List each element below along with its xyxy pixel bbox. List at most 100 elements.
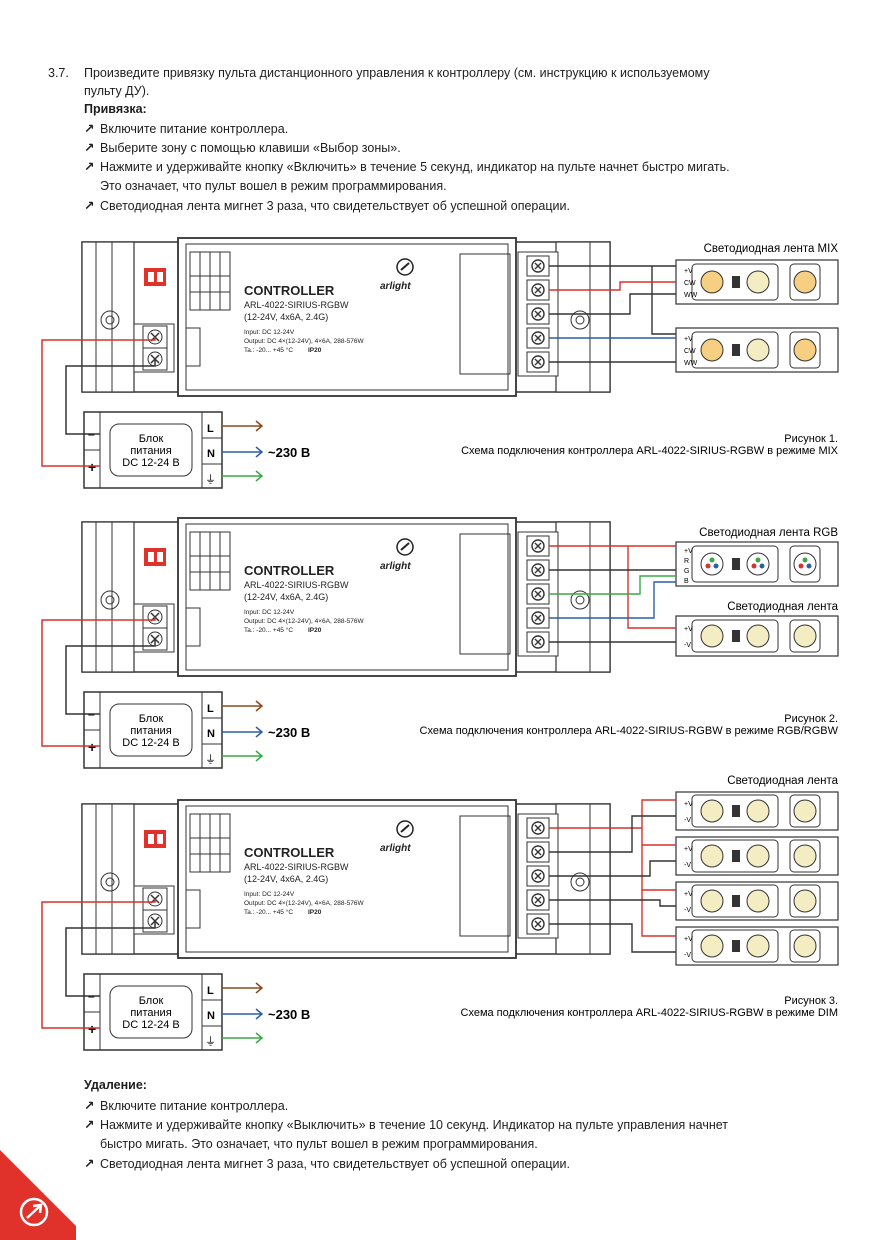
controller-input: Input: DC 12-24V <box>244 891 295 898</box>
pin-label: G <box>684 568 689 575</box>
controller-spec: (12-24V, 4x6A, 2.4G) <box>244 592 328 602</box>
psu-label-3: DC 12-24 В <box>122 457 179 469</box>
pin-label: +V <box>684 548 693 555</box>
removal-step-1: ↗Включите питание контроллера. <box>84 1097 288 1116</box>
intro-line-2: пульту ДУ). <box>84 84 150 98</box>
mains-wires <box>222 982 264 1044</box>
strip-title: Светодиодная лента <box>727 775 838 787</box>
removal-step-2: ↗Нажмите и удерживайте кнопку «Выключить… <box>84 1116 728 1135</box>
power-supply <box>83 411 223 489</box>
controller-output: Output: DC 4×(12-24V), 4×6A, 288-576W <box>244 618 364 625</box>
controller-model: ARL-4022-SIRIUS-RGBW <box>244 862 349 872</box>
controller-model: ARL-4022-SIRIUS-RGBW <box>244 580 349 590</box>
fig-caption: Схема подключения контроллера ARL-4022-S… <box>420 725 839 737</box>
fig-caption: Схема подключения контроллера ARL-4022-S… <box>461 1007 839 1019</box>
type-table <box>189 251 231 311</box>
pin-label: -V <box>684 952 691 959</box>
power-supply <box>83 691 223 769</box>
controller-model: ARL-4022-SIRIUS-RGBW <box>244 300 349 310</box>
binding-step-2: ↗Выберите зону с помощью клавиши «Выбор … <box>84 139 401 158</box>
pin-label: -V <box>684 862 691 869</box>
pin-label: +V <box>684 626 693 633</box>
controller-output: Output: DC 4×(12-24V), 4×6A, 288-576W <box>244 900 364 907</box>
arlight-logo <box>396 258 414 276</box>
pin-label: +V <box>684 801 693 808</box>
fig-caption: Схема подключения контроллера ARL-4022-S… <box>461 445 839 457</box>
dip-switch <box>144 830 166 848</box>
psu-label-2: питания <box>130 725 171 737</box>
arrow-bullet-icon: ↗ <box>84 199 95 213</box>
strip-title: Светодиодная лента <box>727 601 838 613</box>
input-terminal <box>133 603 201 653</box>
controller-spec: (12-24V, 4x6A, 2.4G) <box>244 874 328 884</box>
pin-label: WW <box>684 360 698 367</box>
mains-wires <box>222 700 264 762</box>
power-supply <box>83 973 223 1051</box>
arlight-logo-icon <box>19 1197 49 1227</box>
ground-icon: ⏚ <box>205 753 216 766</box>
arrow-bullet-icon: ↗ <box>84 141 95 155</box>
psu-label-1: Блок <box>139 995 164 1007</box>
arrow-bullet-icon: ↗ <box>84 1157 95 1171</box>
psu-plus: + <box>88 459 96 475</box>
psu-plus: + <box>88 739 96 755</box>
psu-N: N <box>207 448 215 460</box>
wiring-diagram-dim: CONTROLLER ARL-4022-SIRIUS-RGBW (12-24V,… <box>41 775 839 1051</box>
pin-label: B <box>684 578 689 585</box>
fig-label: Рисунок 1. <box>784 433 838 445</box>
binding-step-1: ↗Включите питание контроллера. <box>84 120 288 139</box>
psu-label-2: питания <box>130 1007 171 1019</box>
removal-step-3: ↗Светодиодная лента мигнет 3 раза, что с… <box>84 1155 570 1174</box>
psu-N: N <box>207 1010 215 1022</box>
psu-label-3: DC 12-24 В <box>122 737 179 749</box>
output-terminal <box>459 251 559 377</box>
controller-ta: Ta.: -20... +45 °C <box>244 626 293 634</box>
controller-title: CONTROLLER <box>244 563 335 578</box>
arrow-bullet-icon: ↗ <box>84 1118 95 1132</box>
led-strip-dim-4 <box>675 926 839 966</box>
controller-output: Output: DC 4×(12-24V), 4×6A, 288-576W <box>244 338 364 345</box>
binding-title: Привязка: <box>84 102 147 116</box>
mains-label: ~230 В <box>268 1007 310 1022</box>
strip-title: Светодиодная лента MIX <box>704 243 839 255</box>
section-number: 3.7. <box>48 66 69 80</box>
controller-input: Input: DC 12-24V <box>244 609 295 616</box>
pin-label: -V <box>684 817 691 824</box>
psu-L: L <box>207 423 214 435</box>
mains-wires <box>222 420 264 482</box>
wiring-diagram-mix: CONTROLLER ARL-4022-SIRIUS-RGBW (12-24V,… <box>41 237 839 489</box>
pin-label: -V <box>684 907 691 914</box>
pin-label: R <box>684 558 689 565</box>
pin-label: -V <box>684 642 691 649</box>
controller-spec: (12-24V, 4x6A, 2.4G) <box>244 312 328 322</box>
output-wires <box>549 265 676 363</box>
psu-N: N <box>207 728 215 740</box>
controller-ip: IP20 <box>308 347 322 354</box>
binding-step-4: ↗Светодиодная лента мигнет 3 раза, что с… <box>84 197 570 216</box>
arrow-bullet-icon: ↗ <box>84 122 95 136</box>
led-strip-white <box>675 615 839 657</box>
intro-line-1: Произведите привязку пульта дистанционно… <box>84 66 710 80</box>
binding-step-3-cont: Это означает, что пульт вошел в режим пр… <box>100 179 447 193</box>
binding-step-3: ↗Нажмите и удерживайте кнопку «Включить»… <box>84 158 730 177</box>
type-table <box>189 813 231 873</box>
controller-ip: IP20 <box>308 909 322 916</box>
psu-label-1: Блок <box>139 433 164 445</box>
pin-label: +V <box>684 336 693 343</box>
psu-L: L <box>207 703 214 715</box>
psu-L: L <box>207 985 214 997</box>
psu-plus: + <box>88 1021 96 1037</box>
arrow-bullet-icon: ↗ <box>84 160 95 174</box>
type-table <box>189 531 231 591</box>
pin-label: +V <box>684 846 693 853</box>
led-strip-rgb <box>675 541 839 587</box>
controller-input: Input: DC 12-24V <box>244 329 295 336</box>
dip-switch <box>144 548 166 566</box>
fig-label: Рисунок 3. <box>784 995 838 1007</box>
output-wires <box>549 545 676 643</box>
controller-ta: Ta.: -20... +45 °C <box>244 908 293 916</box>
output-wires <box>549 799 676 953</box>
controller-title: CONTROLLER <box>244 283 335 298</box>
controller-ip: IP20 <box>308 627 322 634</box>
ground-icon: ⏚ <box>205 1035 216 1048</box>
